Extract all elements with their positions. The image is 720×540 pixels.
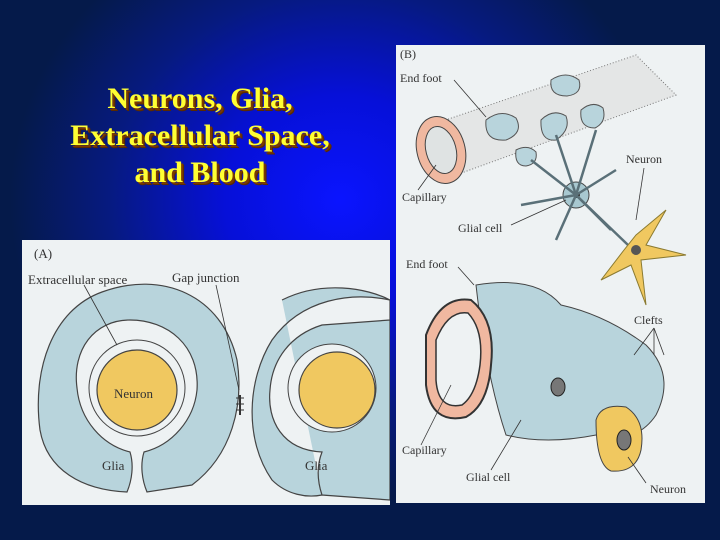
panel-b-diagram: (B) End foot Capillary Glial cell Neuron… [396,45,705,503]
capillary-glia-illustration [415,54,687,484]
label-glial-cell-top: Glial cell [458,221,503,235]
label-neuron: Neuron [114,386,153,401]
panel-a-tag: (A) [34,246,53,261]
slide-title: Neurons, Glia, Extracellular Space, and … [10,80,390,191]
panel-a-diagram: (A) Extracellular space Gap junction Neu… [22,240,390,505]
title-line-2: Extracellular Space, [70,119,330,152]
panel-b-tag: (B) [400,47,416,61]
label-glia-left: Glia [102,458,125,473]
label-gap-junction: Gap junction [172,270,240,285]
label-glial-cell-bottom: Glial cell [466,470,511,484]
label-end-foot-top: End foot [400,71,442,85]
label-extracellular-space: Extracellular space [28,272,128,287]
label-neuron-bottom: Neuron [650,482,686,496]
label-capillary-bottom: Capillary [402,443,447,457]
glia-neuron-illustration [37,283,390,501]
title-line-1: Neurons, Glia, [107,82,293,115]
label-end-foot-bottom: End foot [406,257,448,271]
title-line-3: and Blood [134,156,266,189]
label-capillary-top: Capillary [402,190,447,204]
label-clefts: Clefts [634,313,663,327]
label-neuron-top: Neuron [626,152,662,166]
label-glia-right: Glia [305,458,328,473]
